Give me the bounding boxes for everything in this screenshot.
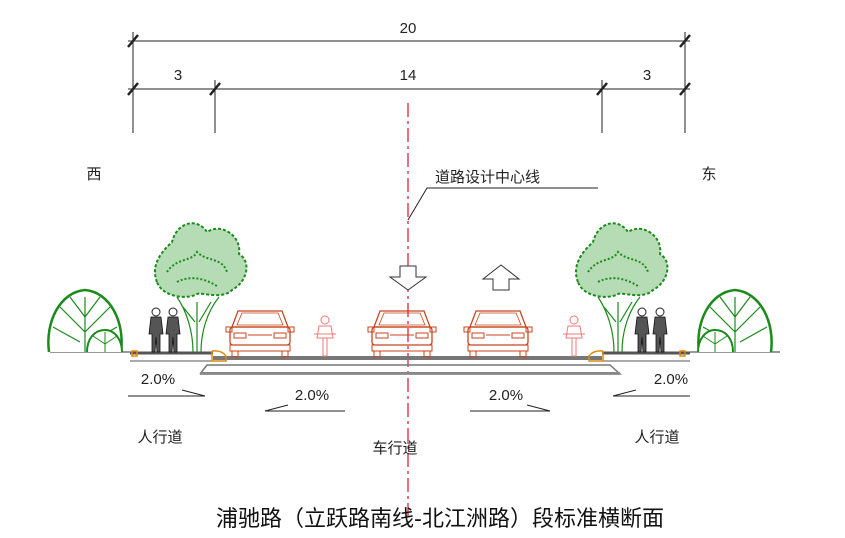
slope-indicators (128, 389, 690, 412)
shrub-left (47, 288, 124, 354)
bicycle-icon (562, 315, 586, 357)
dimension-left-sidewalk: 3 (174, 67, 182, 84)
car-icon (463, 310, 533, 358)
car-icon (225, 310, 295, 358)
zone-carriageway: 车行道 (372, 439, 417, 457)
pedestrian-icon (165, 307, 181, 353)
slope-left-carriageway: 2.0% (295, 387, 329, 404)
shrub-right (696, 288, 773, 354)
arrow-down-icon (388, 265, 428, 291)
direction-east: 东 (701, 165, 716, 183)
bicycle-icon (313, 315, 337, 357)
centerline-label: 道路设计中心线 (435, 168, 540, 186)
car-icon (367, 310, 437, 358)
curb-stones (131, 350, 686, 362)
dimension-right-sidewalk: 3 (643, 67, 651, 84)
direction-west: 西 (86, 165, 101, 183)
dimension-lines (127, 32, 691, 133)
drawing-title: 浦驰路（立跃路南线-北江洲路）段标准横断面 (216, 507, 664, 532)
slope-right-sidewalk: 2.0% (654, 371, 688, 388)
slope-left-sidewalk: 2.0% (141, 371, 175, 388)
slope-right-carriageway: 2.0% (489, 387, 523, 404)
centerline-leader (407, 187, 598, 221)
zone-right-sidewalk: 人行道 (634, 428, 679, 446)
zone-left-sidewalk: 人行道 (137, 428, 182, 446)
dimension-total: 20 (400, 20, 417, 37)
pedestrian-icon (634, 307, 650, 353)
arrow-up-icon (481, 264, 521, 291)
dimension-carriageway: 14 (400, 67, 417, 84)
pedestrian-icon (652, 307, 668, 353)
pedestrian-icon (148, 307, 164, 353)
